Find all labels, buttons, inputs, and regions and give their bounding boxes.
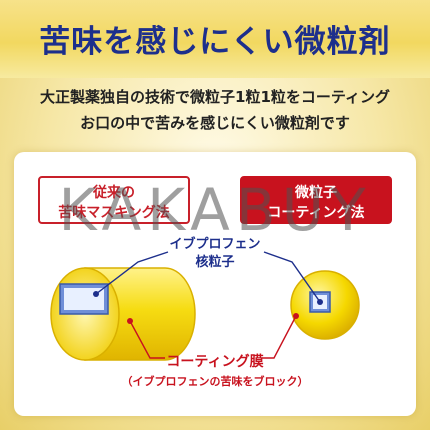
- page-title: 苦味を感じにくい微粒剤: [39, 24, 391, 60]
- watermark-text: KAKABUY: [58, 176, 372, 244]
- coating-leader-line-right: [262, 315, 297, 359]
- conventional-method-tag: 従来の 苦味マスキング法: [38, 176, 190, 224]
- conventional-method-line-1: 従来の: [93, 185, 135, 201]
- core-label-line-2: 核粒子: [195, 255, 235, 270]
- description-line-1: 大正製薬独自の技術で微粒子1粒1粒をコーティング: [40, 88, 390, 106]
- capsule-particle: [50, 267, 196, 361]
- coating-method-tag: 微粒子 コーティング法: [240, 176, 392, 224]
- core-label-line-1: イブプロフェン: [169, 237, 261, 252]
- title-band: [0, 0, 430, 78]
- coating-sublabel: （イブプロフェンの苦味をブロック）: [121, 375, 309, 388]
- core-leader-line-right: [263, 251, 321, 303]
- coating-method-line-1: 微粒子: [295, 185, 337, 201]
- coating-leader-line-left: [129, 320, 165, 359]
- description-line-2: お口の中で苦みを感じにくい微粒剤です: [80, 114, 350, 132]
- core-leader-line-left: [95, 251, 169, 295]
- coating-method-line-2: コーティング法: [267, 205, 365, 221]
- core-particle-label: イブプロフェン 核粒子: [150, 236, 280, 272]
- coated-sphere-particle: [290, 270, 360, 340]
- coating-label: コーティング膜: [166, 354, 264, 370]
- conventional-method-line-2: 苦味マスキング法: [58, 205, 170, 221]
